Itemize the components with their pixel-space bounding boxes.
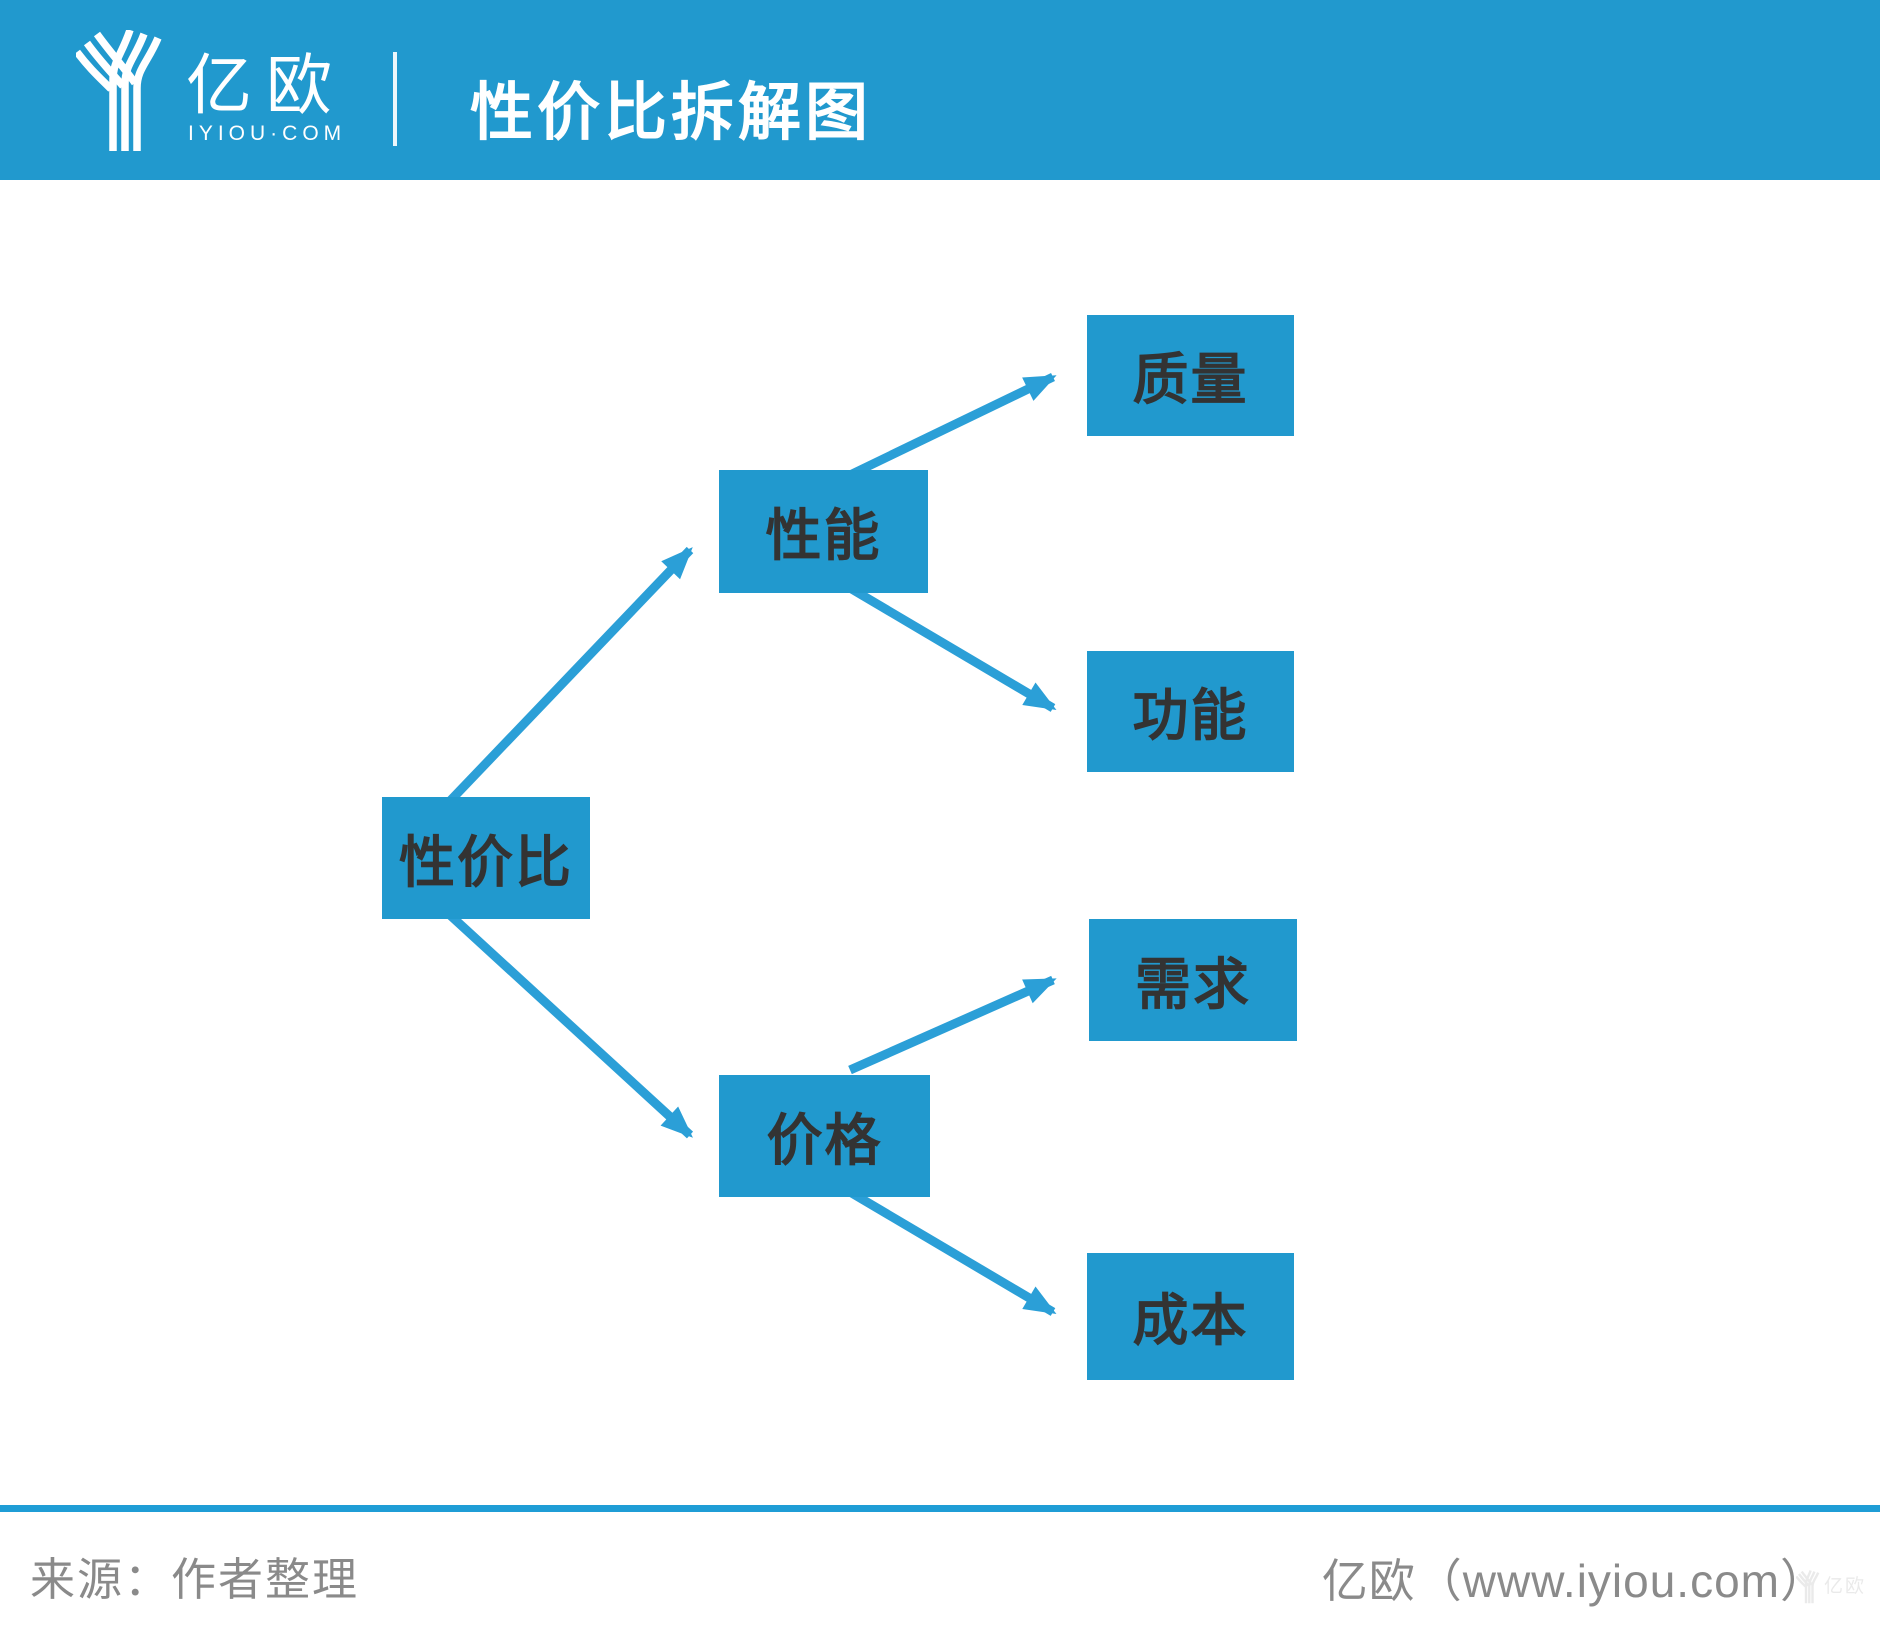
iyiou-logo-icon bbox=[76, 30, 162, 151]
edge-xingneng-zhiliang bbox=[848, 372, 1057, 480]
footer-rule bbox=[0, 1505, 1880, 1512]
iyiou-watermark-icon bbox=[1795, 1570, 1820, 1604]
edge-xingneng-gongneng bbox=[847, 584, 1057, 712]
diagram-canvas: 性价比 性能价格 质量功能需求成本 bbox=[0, 180, 1880, 1505]
edge-xingjiabi-jiage bbox=[446, 911, 694, 1139]
diagram-node-xingjiabi: 性价比 bbox=[382, 797, 590, 919]
header-bar: 亿欧 IYIOU·COM 性价比拆解图 bbox=[0, 0, 1880, 180]
diagram-node-jiage: 价格 bbox=[719, 1075, 930, 1197]
source-note: 来源：作者整理 bbox=[30, 1554, 360, 1605]
diagram-node-xuqiu: 需求 bbox=[1089, 919, 1297, 1041]
header-divider bbox=[393, 52, 397, 146]
node-label: 需求 bbox=[1135, 952, 1251, 1016]
node-label: 性价比 bbox=[399, 830, 573, 894]
watermark-logo: 亿欧 bbox=[1795, 1570, 1866, 1604]
credit-note: 亿欧（www.iyiou.com） bbox=[1321, 1555, 1827, 1607]
edge-xingjiabi-xingneng bbox=[446, 546, 694, 805]
edge-jiage-xuqiu bbox=[848, 975, 1057, 1075]
page-title: 性价比拆解图 bbox=[470, 78, 872, 148]
node-label: 性能 bbox=[765, 504, 882, 567]
brand-domain: IYIOU·COM bbox=[188, 122, 347, 145]
node-label: 成本 bbox=[1132, 1289, 1249, 1352]
node-label: 功能 bbox=[1132, 684, 1249, 747]
node-label: 价格 bbox=[766, 1108, 883, 1172]
diagram-node-xingneng: 性能 bbox=[719, 470, 928, 593]
node-label: 质量 bbox=[1132, 348, 1249, 411]
diagram-node-gongneng: 功能 bbox=[1087, 651, 1294, 772]
watermark-text: 亿欧 bbox=[1823, 1576, 1866, 1597]
diagram-node-chengben: 成本 bbox=[1087, 1253, 1294, 1380]
diagram-node-zhiliang: 质量 bbox=[1087, 315, 1294, 436]
edge-jiage-chengben bbox=[847, 1188, 1057, 1316]
brand-name: 亿欧 bbox=[186, 48, 346, 122]
